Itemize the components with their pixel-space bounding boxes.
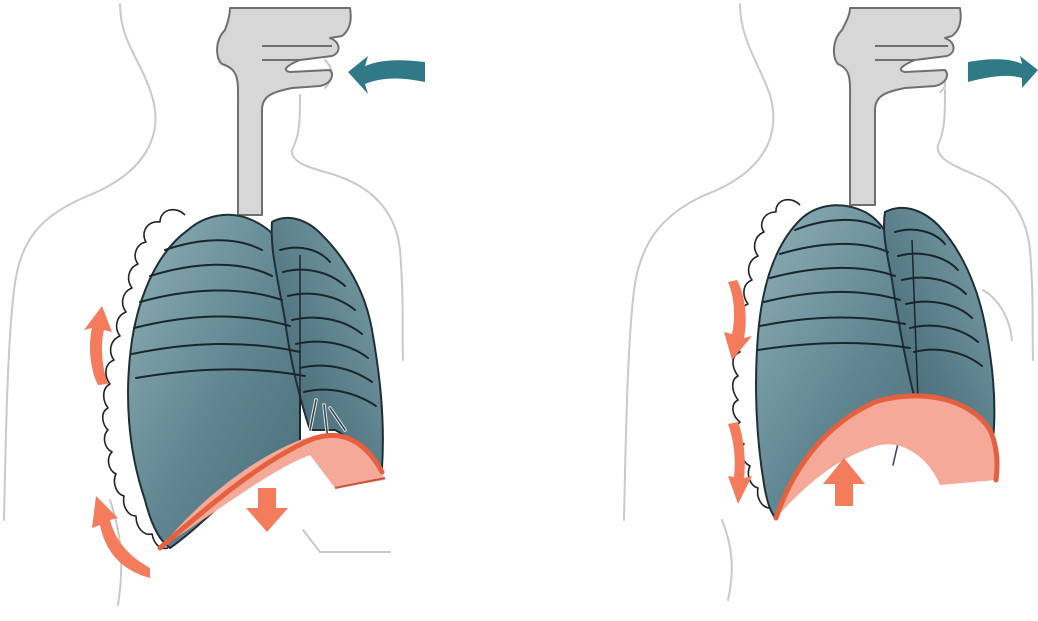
rib-down-arrow-icon (728, 422, 752, 504)
nasal-airway (217, 8, 351, 215)
nasal-airway (834, 8, 961, 205)
diaphragm-down-arrow-icon (246, 488, 288, 532)
rib-up-arrow-icon (84, 306, 112, 385)
inhalation-panel (4, 4, 425, 605)
air-in-arrow-icon (348, 56, 425, 94)
air-out-arrow-icon (968, 56, 1038, 88)
exhalation-panel (624, 4, 1038, 600)
rib-down-arrow-icon (724, 280, 752, 360)
